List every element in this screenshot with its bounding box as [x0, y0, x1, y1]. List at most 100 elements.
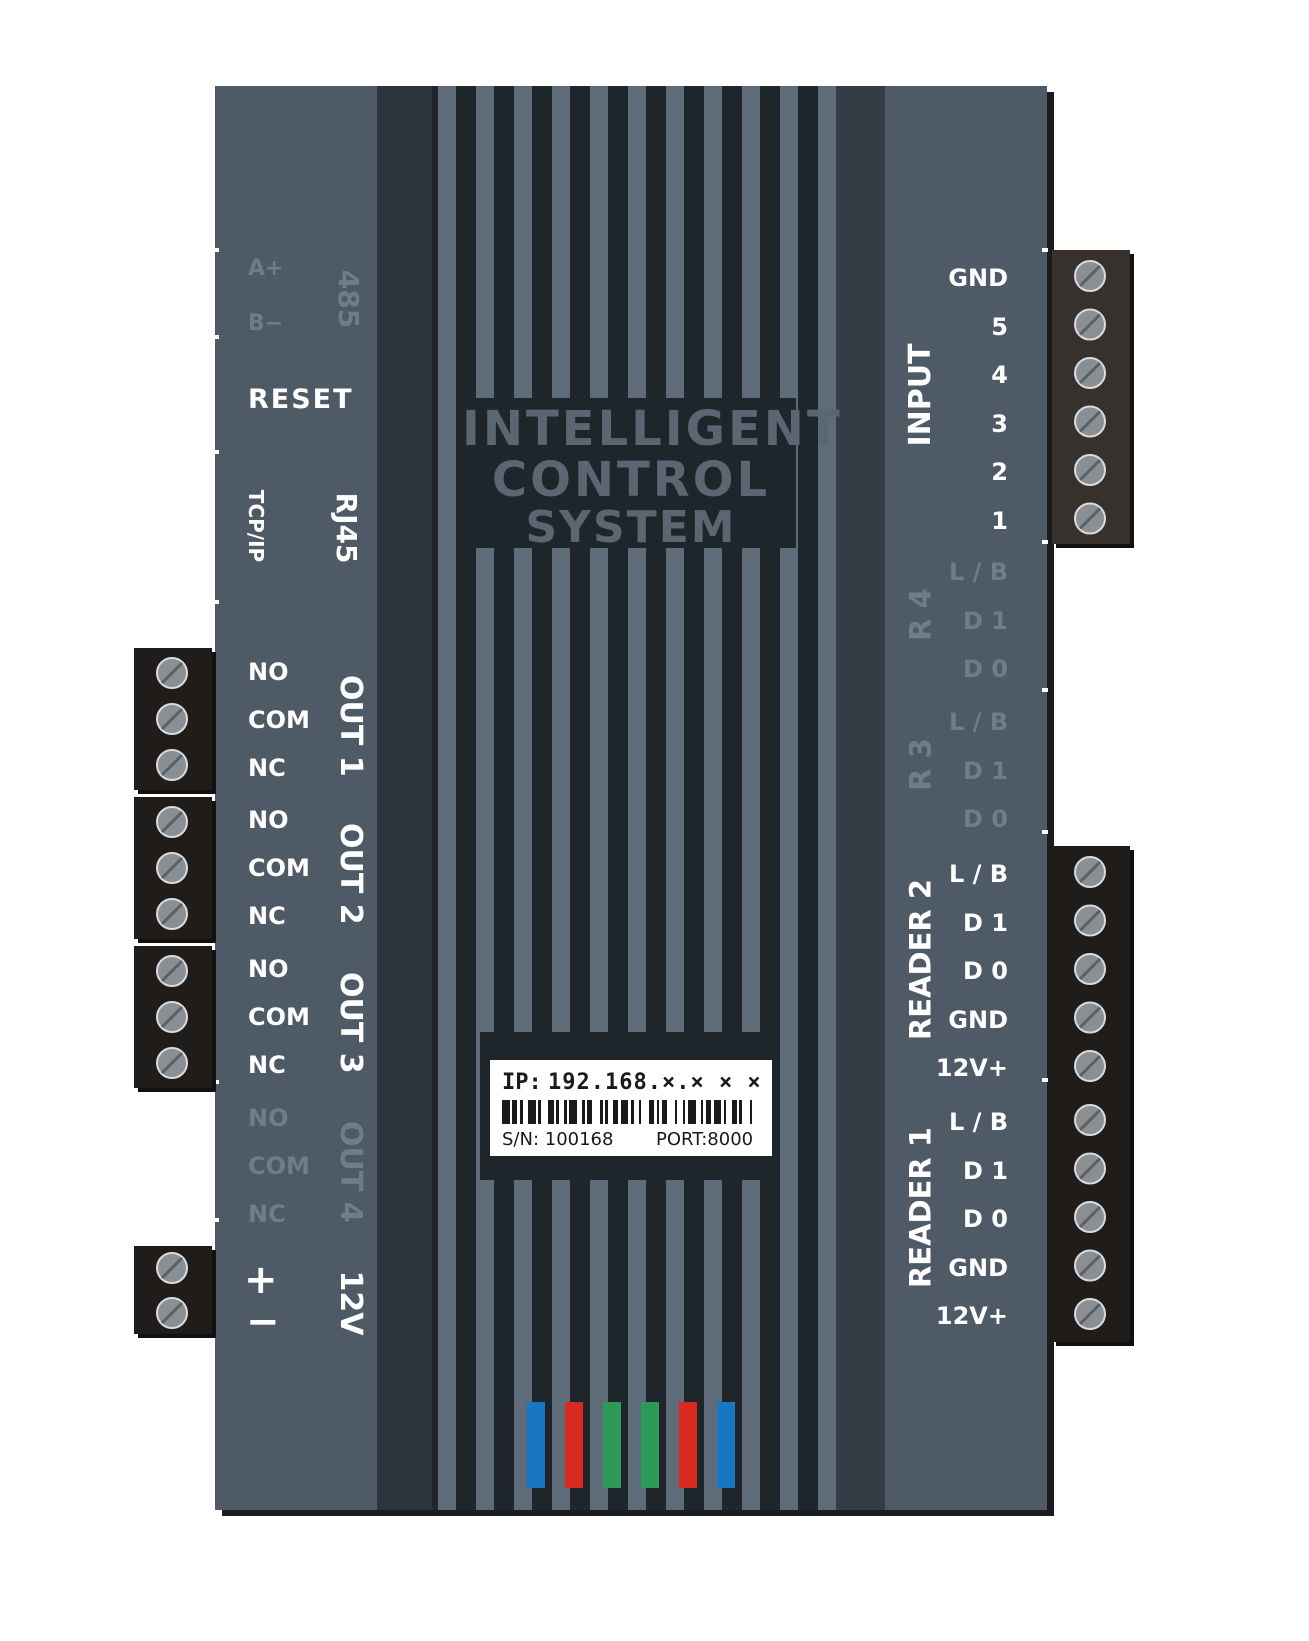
terminal-screw	[1074, 953, 1106, 985]
left-separator	[213, 450, 219, 454]
output-1-pin-no: NO	[248, 658, 289, 686]
barcode-bar	[605, 1100, 608, 1124]
barcode-bar	[569, 1100, 577, 1124]
device-title-line-3: SYSTEM	[525, 502, 737, 553]
output-2-group-label: OUT 2	[333, 823, 368, 925]
power-minus-label: −	[246, 1299, 280, 1345]
status-led	[641, 1402, 659, 1488]
terminal-screw	[1074, 1201, 1106, 1233]
reset-label: RESET	[248, 384, 354, 415]
output-1-pin-nc: NC	[248, 754, 286, 782]
reader-2-pin-0: L / B	[948, 708, 1008, 736]
reader-4-pin-4: 12V+	[935, 1302, 1008, 1330]
reader-3-pin-1: D 1	[963, 908, 1008, 937]
barcode-bar	[631, 1100, 634, 1124]
terminal-screw	[1074, 1001, 1106, 1034]
left-separator	[213, 1218, 219, 1222]
barcode-bar	[700, 1100, 704, 1124]
terminal-screw	[156, 852, 188, 884]
terminal-screw	[156, 657, 188, 689]
barcode-bar	[674, 1100, 678, 1124]
right-separator	[1042, 688, 1048, 692]
output-1-pin-com: COM	[248, 706, 310, 734]
heatsink-rib	[590, 86, 608, 1510]
status-led	[603, 1402, 621, 1488]
reader-2-pin-1: D 1	[963, 756, 1008, 785]
reader-1-pin-1: D 1	[963, 606, 1008, 635]
barcode-bar	[538, 1100, 541, 1124]
ip-value: 192.168.×.× × ×	[548, 1070, 762, 1095]
input-pin-3: 3	[991, 409, 1008, 438]
status-leds	[527, 1402, 735, 1488]
barcode-bar	[527, 1100, 536, 1124]
terminal-screw	[156, 1252, 188, 1284]
heatsink-rib	[818, 86, 836, 1510]
reader-3-pin-3: GND	[948, 1005, 1008, 1034]
terminal-screw	[1074, 856, 1106, 888]
barcode-bar	[592, 1100, 600, 1124]
heatsink-rib	[438, 86, 456, 1510]
reader-3-pin-0: L / B	[948, 860, 1008, 888]
terminal-screw	[156, 806, 188, 838]
barcode-bar	[541, 1100, 549, 1124]
heatsink-rib	[514, 86, 532, 1510]
barcode-bar	[705, 1100, 711, 1124]
terminal-screw	[1074, 1249, 1106, 1282]
heatsink-rib	[666, 86, 684, 1510]
right-separator	[1042, 248, 1048, 252]
barcode-bar	[502, 1100, 510, 1124]
reader-group-label-3: READER 1	[903, 1126, 938, 1289]
terminal-screw	[1074, 260, 1106, 292]
terminal-screw	[1074, 405, 1106, 438]
terminal-screw	[1074, 1298, 1106, 1330]
barcode-bar	[731, 1100, 737, 1124]
serial-barcode	[502, 1100, 758, 1124]
barcode-bar	[556, 1100, 559, 1124]
left-separator	[213, 600, 219, 604]
barcode-bar	[723, 1100, 727, 1124]
terminal-screw	[156, 1297, 188, 1329]
input-pin-1: 1	[991, 506, 1008, 535]
barcode-bar	[752, 1100, 757, 1124]
output-2-pin-no: NO	[248, 806, 289, 834]
terminal-screw	[156, 898, 188, 930]
tcpip-label: TCP/IP	[244, 489, 268, 563]
input-pin-2: 2	[991, 458, 1008, 486]
heatsink-rib	[780, 86, 798, 1510]
rs485-b-label: B−	[248, 311, 284, 336]
rs485-a-label: A+	[248, 256, 284, 281]
reader-4-pin-3: GND	[948, 1253, 1008, 1282]
barcode-bar	[682, 1100, 686, 1124]
barcode-bar	[512, 1100, 518, 1124]
terminal-screw	[1074, 357, 1106, 389]
reader-4-pin-1: D 1	[963, 1156, 1008, 1185]
output-3-group-label: OUT 3	[333, 972, 368, 1074]
reader-4-pin-0: L / B	[948, 1108, 1008, 1136]
terminal-screw	[156, 749, 188, 781]
input-pin-5: 5	[991, 312, 1008, 341]
terminal-block	[1052, 250, 1130, 544]
right-separator	[1042, 1078, 1048, 1082]
terminal-screw	[1074, 904, 1106, 937]
heatsink-rib	[476, 86, 494, 1510]
power-group-label: 12V	[333, 1270, 368, 1336]
status-led	[565, 1402, 583, 1488]
right-separator	[1042, 540, 1048, 544]
device-title-line-2: CONTROL	[491, 452, 771, 508]
ip-prefix: IP:	[502, 1070, 542, 1095]
terminal-screw	[156, 1047, 188, 1079]
output-4-pin-com: COM	[248, 1152, 310, 1180]
barcode-bar	[656, 1100, 660, 1124]
barcode-bar	[587, 1100, 593, 1124]
right-separator	[1042, 830, 1048, 834]
barcode-bar	[667, 1100, 675, 1124]
barcode-bar	[661, 1100, 668, 1124]
barcode-bar	[548, 1100, 554, 1124]
left-separator	[213, 248, 219, 252]
reader-1-pin-2: D 0	[963, 655, 1008, 683]
barcode-bar	[739, 1100, 742, 1124]
status-led	[679, 1402, 697, 1488]
output-3-pin-no: NO	[248, 955, 289, 983]
